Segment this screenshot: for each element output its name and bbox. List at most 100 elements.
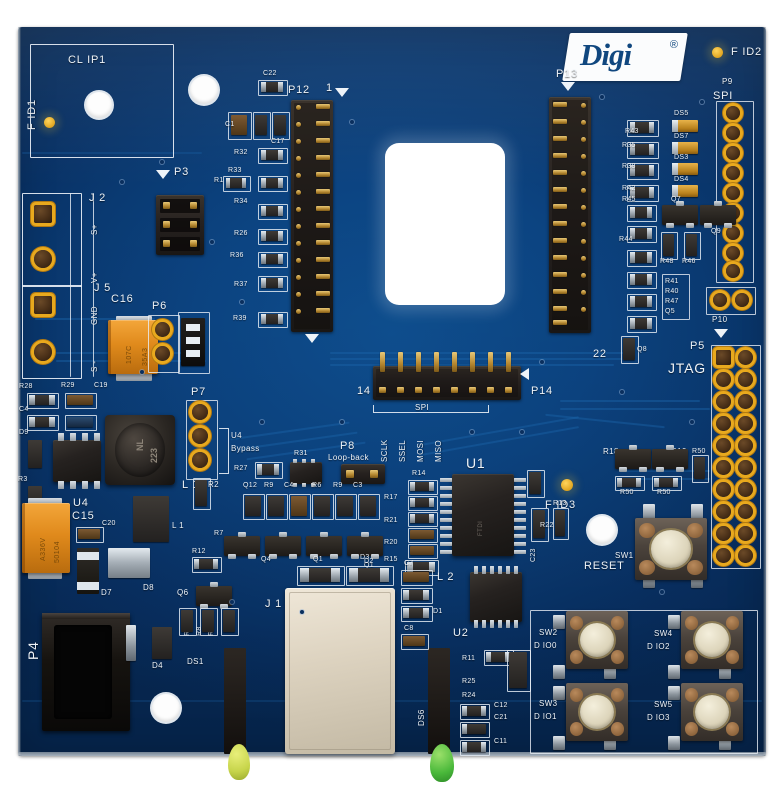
c1-label: C1 bbox=[225, 121, 235, 128]
sw2-signal-label: D IO0 bbox=[534, 641, 557, 650]
sw3-signal-label: D IO1 bbox=[534, 712, 557, 721]
p8-header[interactable] bbox=[341, 464, 385, 484]
p4-power-jack[interactable] bbox=[42, 613, 130, 731]
fid3-marker bbox=[561, 479, 573, 491]
r36-label: R36 bbox=[230, 252, 244, 259]
p12-bottom-marker bbox=[305, 334, 319, 343]
ds1-label: DS1 bbox=[187, 657, 204, 666]
j1-usb-connector[interactable] bbox=[285, 588, 395, 754]
q12-label: R31 bbox=[294, 450, 308, 457]
p7-pad-1[interactable] bbox=[192, 404, 208, 420]
c15-label: C15 bbox=[72, 510, 95, 522]
p12-header[interactable] bbox=[291, 100, 333, 332]
sw4-button[interactable] bbox=[681, 611, 743, 669]
d9-label: D9 bbox=[19, 429, 29, 436]
p14-header[interactable] bbox=[373, 366, 521, 400]
fid2-marker bbox=[712, 47, 723, 58]
c5-label: C23 bbox=[530, 548, 537, 562]
ds3-label: DS3 bbox=[674, 154, 689, 161]
r46-label: R40 bbox=[665, 288, 679, 295]
r49-label: R48 bbox=[660, 258, 674, 265]
p6-pad-1[interactable] bbox=[155, 322, 170, 337]
p13-header[interactable] bbox=[549, 97, 591, 333]
r3-label: R3 bbox=[18, 476, 28, 483]
r20-label: R24 bbox=[462, 692, 476, 699]
p7-pad-3[interactable] bbox=[192, 452, 208, 468]
p5-label: P5 bbox=[690, 340, 706, 352]
ds6-led-dome bbox=[430, 744, 454, 782]
u4-label: U4 bbox=[73, 497, 89, 509]
p6-pad-2[interactable] bbox=[155, 346, 170, 361]
sw2-button[interactable] bbox=[566, 611, 628, 669]
q9-transistor bbox=[700, 201, 736, 228]
clip1-label: CL IP1 bbox=[68, 54, 107, 66]
p10-pad-1[interactable] bbox=[713, 293, 727, 307]
r1-label: R1 bbox=[214, 177, 224, 184]
digi-logo: Digi ® bbox=[562, 33, 688, 81]
l1-marking-bottom: NL bbox=[135, 439, 145, 451]
u4-bypass-line2: Bypass bbox=[231, 444, 260, 453]
d10-label: L 1 bbox=[172, 521, 185, 530]
c19-label: C19 bbox=[94, 382, 108, 389]
reset-label: RESET bbox=[584, 560, 625, 572]
l1-marking-top: 223 bbox=[149, 447, 159, 463]
p3-pin1-marker bbox=[156, 170, 170, 179]
r35-label: R35 bbox=[622, 142, 636, 149]
r33-label: R33 bbox=[228, 167, 242, 174]
j2-pad-vplus[interactable] bbox=[34, 250, 52, 268]
j2-pad-splus[interactable] bbox=[34, 205, 52, 223]
p9-outline bbox=[716, 101, 754, 283]
reset-mount-hole bbox=[588, 516, 616, 544]
r26-label: R26 bbox=[234, 230, 248, 237]
r37-label: R37 bbox=[234, 281, 248, 288]
clip1-mount-hole bbox=[86, 92, 112, 118]
u1-ic: FTDI bbox=[452, 474, 514, 556]
r11-label: C11 bbox=[494, 738, 508, 745]
r39-label: R39 bbox=[233, 315, 247, 322]
jtag-outline bbox=[711, 345, 761, 569]
p13-pin1-marker bbox=[561, 82, 575, 91]
p14-label: P14 bbox=[531, 385, 553, 397]
sw5-button[interactable] bbox=[681, 683, 743, 741]
ssel-label: SSEL bbox=[398, 439, 407, 462]
r43-label: R43 bbox=[625, 128, 639, 135]
c16-tantalum-capacitor: 107C 35A3 bbox=[108, 320, 158, 374]
r50-label: R50 bbox=[692, 448, 706, 455]
ds4-label: DS4 bbox=[674, 176, 689, 183]
j5-pad-sminus[interactable] bbox=[34, 343, 52, 361]
d4-diode bbox=[152, 627, 172, 659]
fid1-label: F ID1 bbox=[26, 99, 38, 130]
d2-label: D2 bbox=[364, 558, 374, 565]
sw3-label: SW3 bbox=[539, 699, 558, 708]
u4-regulator-ic bbox=[53, 440, 101, 482]
mount-hole-top bbox=[190, 76, 218, 104]
c17-label: C17 bbox=[271, 138, 285, 145]
c15-marking-top: A336V bbox=[40, 537, 47, 561]
q1-label: Q4 bbox=[261, 556, 271, 563]
j5-pad-gnd[interactable] bbox=[34, 296, 52, 314]
ds6-led-body bbox=[428, 648, 450, 754]
p6-outline bbox=[148, 315, 180, 373]
sw3-button[interactable] bbox=[566, 683, 628, 741]
r14-label: C21 bbox=[494, 714, 508, 721]
p3-header[interactable] bbox=[156, 195, 204, 255]
p7-label: P7 bbox=[191, 386, 207, 398]
p12-pin1-label: 1 bbox=[326, 82, 333, 94]
miso-label: MISO bbox=[434, 439, 443, 462]
r7-label: C3 bbox=[353, 482, 363, 489]
sw4-signal-label: D IO2 bbox=[647, 642, 670, 651]
p7-pad-2[interactable] bbox=[192, 428, 208, 444]
sw2-label: SW2 bbox=[539, 628, 558, 637]
q5-transistor bbox=[615, 445, 651, 472]
c4-label-left: C4 bbox=[19, 406, 29, 413]
p9-label: P9 bbox=[722, 77, 733, 86]
ds5-led bbox=[672, 120, 698, 132]
sw1-reset-button[interactable] bbox=[635, 518, 707, 580]
j5-gnd-label: GND bbox=[90, 306, 99, 325]
terminal-block-divider bbox=[70, 193, 94, 377]
p10-pad-2[interactable] bbox=[735, 293, 749, 307]
d7-diode bbox=[77, 548, 99, 594]
spi-bracket bbox=[373, 405, 489, 413]
j2-splus-label: S+ bbox=[90, 224, 99, 235]
